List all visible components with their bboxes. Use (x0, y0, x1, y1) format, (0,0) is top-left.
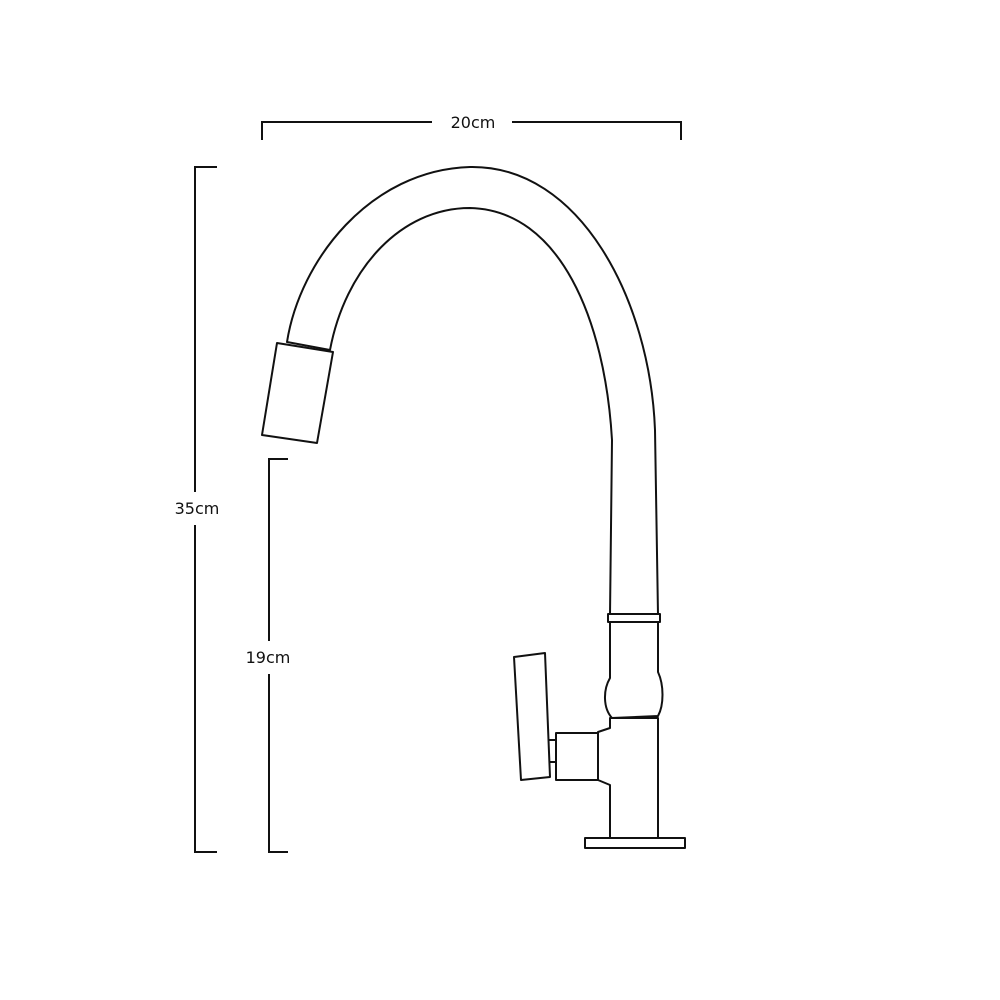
body-upper (604, 621, 664, 719)
width-label: 20cm (451, 113, 496, 132)
spout-height-bracket (268, 458, 288, 853)
flexible-spout (286, 165, 659, 616)
collar-ring (607, 613, 661, 623)
body-column (597, 717, 659, 839)
width-dimension: 20cm (261, 113, 682, 140)
height-label: 35cm (175, 499, 220, 518)
spout-height-label: 19cm (246, 648, 291, 667)
height-dimension: 35cm (175, 166, 220, 853)
handle-connector (555, 732, 599, 781)
width-bracket (261, 121, 682, 140)
spout-height-dimension: 19cm (246, 458, 291, 853)
base-plate (584, 837, 686, 849)
handle-lever (513, 652, 551, 781)
nozzle (261, 342, 334, 444)
height-bracket (194, 166, 217, 853)
faucet (261, 165, 686, 849)
